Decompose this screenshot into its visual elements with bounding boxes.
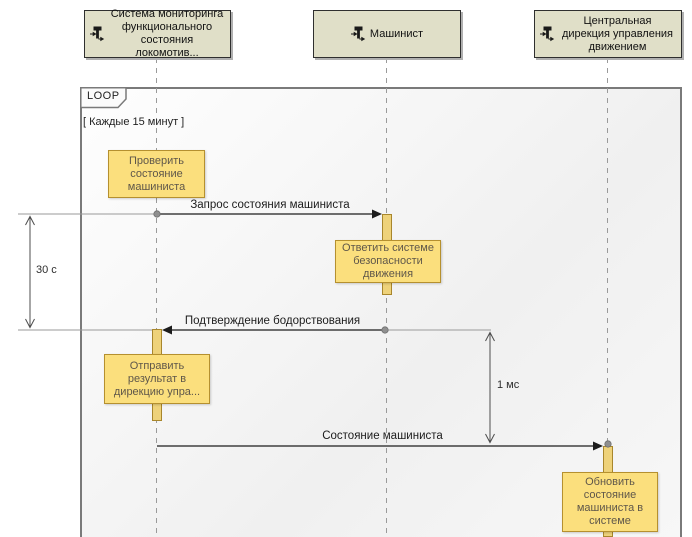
message-label-request-state: Запрос состояния машиниста — [190, 199, 350, 211]
actor-monitoring-system[interactable]: Система мониторинга функционального сост… — [84, 8, 231, 59]
lifeline-directorate — [607, 58, 608, 537]
action-label: Проверить состояние машиниста — [127, 154, 186, 193]
actor-label: Машинист — [369, 27, 424, 40]
duration-label-30s: 30 с — [36, 264, 57, 276]
action-reply-to-safety-system[interactable]: Ответить системе безопасности движения — [335, 240, 441, 283]
actor-label: Система мониторинга функционального сост… — [110, 8, 224, 59]
message-label-driver-state: Состояние машиниста — [322, 430, 443, 442]
duration-arrow-30s-top — [25, 215, 35, 226]
action-update-state-in-system[interactable]: Обновить состояние машиниста в системе — [562, 472, 658, 532]
action-check-driver-state[interactable]: Проверить состояние машиниста — [108, 150, 205, 198]
duration-label-1ms: 1 мс — [497, 379, 520, 391]
object-icon — [350, 26, 366, 42]
object-icon — [90, 26, 105, 42]
action-send-result-to-directorate[interactable]: Отправить результат в дирекцию упра... — [104, 354, 210, 404]
message-label-confirmation: Подтверждение бодорствования — [184, 315, 361, 327]
action-label: Ответить системе безопасности движения — [342, 242, 434, 280]
actor-directorate[interactable]: Центральная дирекция управления движение… — [534, 10, 682, 58]
actor-driver[interactable]: Машинист — [313, 10, 461, 58]
duration-arrow-30s-bottom — [25, 318, 35, 329]
loop-operator-label: LOOP — [87, 90, 120, 102]
lifeline-driver — [386, 58, 387, 537]
lifeline-monitoring-system — [156, 58, 157, 537]
action-label: Отправить результат в дирекцию упра... — [113, 359, 201, 398]
loop-guard-label: [ Каждые 15 минут ] — [83, 116, 185, 128]
actor-label: Центральная дирекция управления движение… — [561, 14, 674, 53]
action-label: Обновить состояние машиниста в системе — [576, 476, 644, 527]
object-icon — [540, 26, 555, 42]
